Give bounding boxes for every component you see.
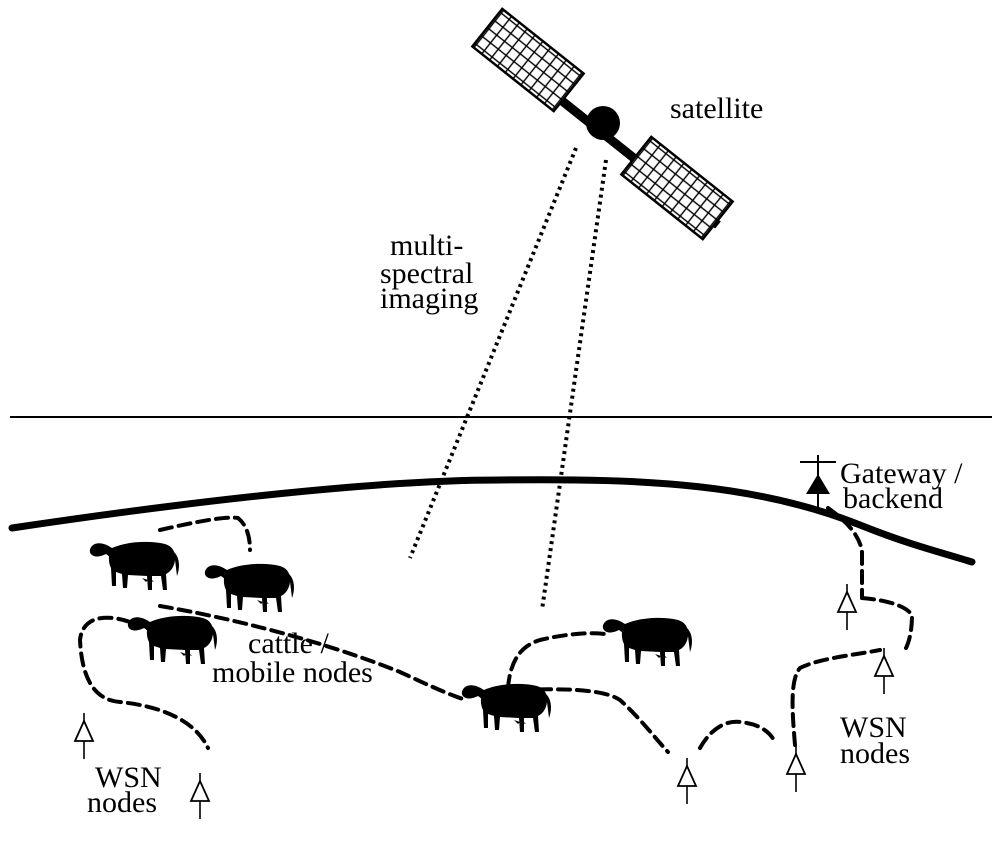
wsn-node-icon-1 <box>74 712 94 760</box>
wsn-right-label-line1: WSN <box>840 711 907 744</box>
wsn-node-icon-2 <box>190 772 210 820</box>
wsn-node-icon-6 <box>874 647 894 695</box>
wsn-node-icon-3 <box>677 757 697 805</box>
wsn-link-right-long <box>790 648 882 747</box>
wsn-right-label-line2: nodes <box>840 737 910 770</box>
wsn-link-bottom <box>698 719 777 750</box>
gateway-label-line1: Gateway / <box>840 457 963 490</box>
cattle-track-middle <box>158 604 468 702</box>
satellite-icon <box>470 7 735 241</box>
cow-icon-1 <box>89 536 179 590</box>
cow-icon-2 <box>204 558 294 612</box>
wsn-node-icon-5 <box>837 583 857 631</box>
imaging-label-line1: multi- <box>390 229 463 262</box>
wsn-link-right-upper <box>860 596 915 650</box>
gateway-label-line2: backend <box>843 482 943 515</box>
satellite-label: satellite <box>670 92 763 125</box>
gateway-icon <box>800 455 836 508</box>
gateway-link <box>826 506 864 600</box>
wsn-left-label-line1: WSN <box>95 761 162 794</box>
imaging-label-line2: spectral <box>380 257 473 290</box>
imaging-beam-left <box>408 147 578 559</box>
wsn-link-left <box>77 615 210 750</box>
cow-icon-5 <box>461 678 551 732</box>
cow-icon-3 <box>127 610 217 664</box>
cattle-track-center-right <box>518 687 670 754</box>
cattle-label-line2: mobile nodes <box>212 656 373 689</box>
cattle-track-top <box>158 515 252 552</box>
ground-curve <box>8 476 976 566</box>
imaging-label-line3: imaging <box>380 282 478 315</box>
cow-icon-4 <box>602 612 692 666</box>
imaging-beam-right <box>540 159 608 611</box>
wsn-left-label-line2: nodes <box>87 786 157 819</box>
wsn-node-icon-4 <box>786 745 806 793</box>
cattle-track-center-up <box>506 631 607 690</box>
